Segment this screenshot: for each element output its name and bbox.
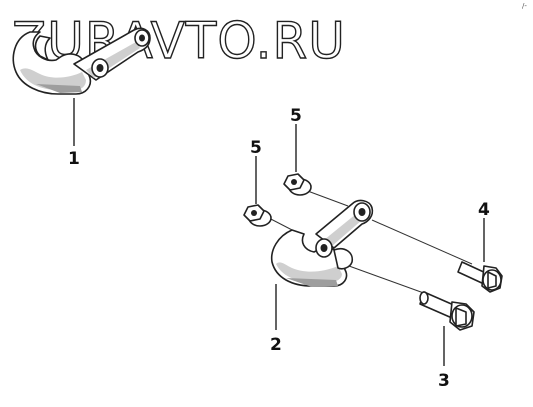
callout-5-lower: 5 [250,138,262,158]
flange-nut-lower [243,204,272,227]
axis-line-bolt-4 [371,219,473,265]
axis-line-top-nut [304,189,349,207]
tow-hook-assembled [12,27,151,95]
corner-mark: /- [522,2,527,10]
axis-line-bolt-3 [337,261,433,297]
callout-2: 2 [270,335,282,355]
bolt-upper [457,261,503,293]
callout-1: 1 [68,149,80,169]
bolt-lower [419,291,475,331]
tow-hook-part [270,199,374,287]
callout-4: 4 [478,200,490,220]
callout-5-upper: 5 [290,106,302,126]
callout-3: 3 [438,371,450,391]
flange-nut-upper [283,173,312,196]
